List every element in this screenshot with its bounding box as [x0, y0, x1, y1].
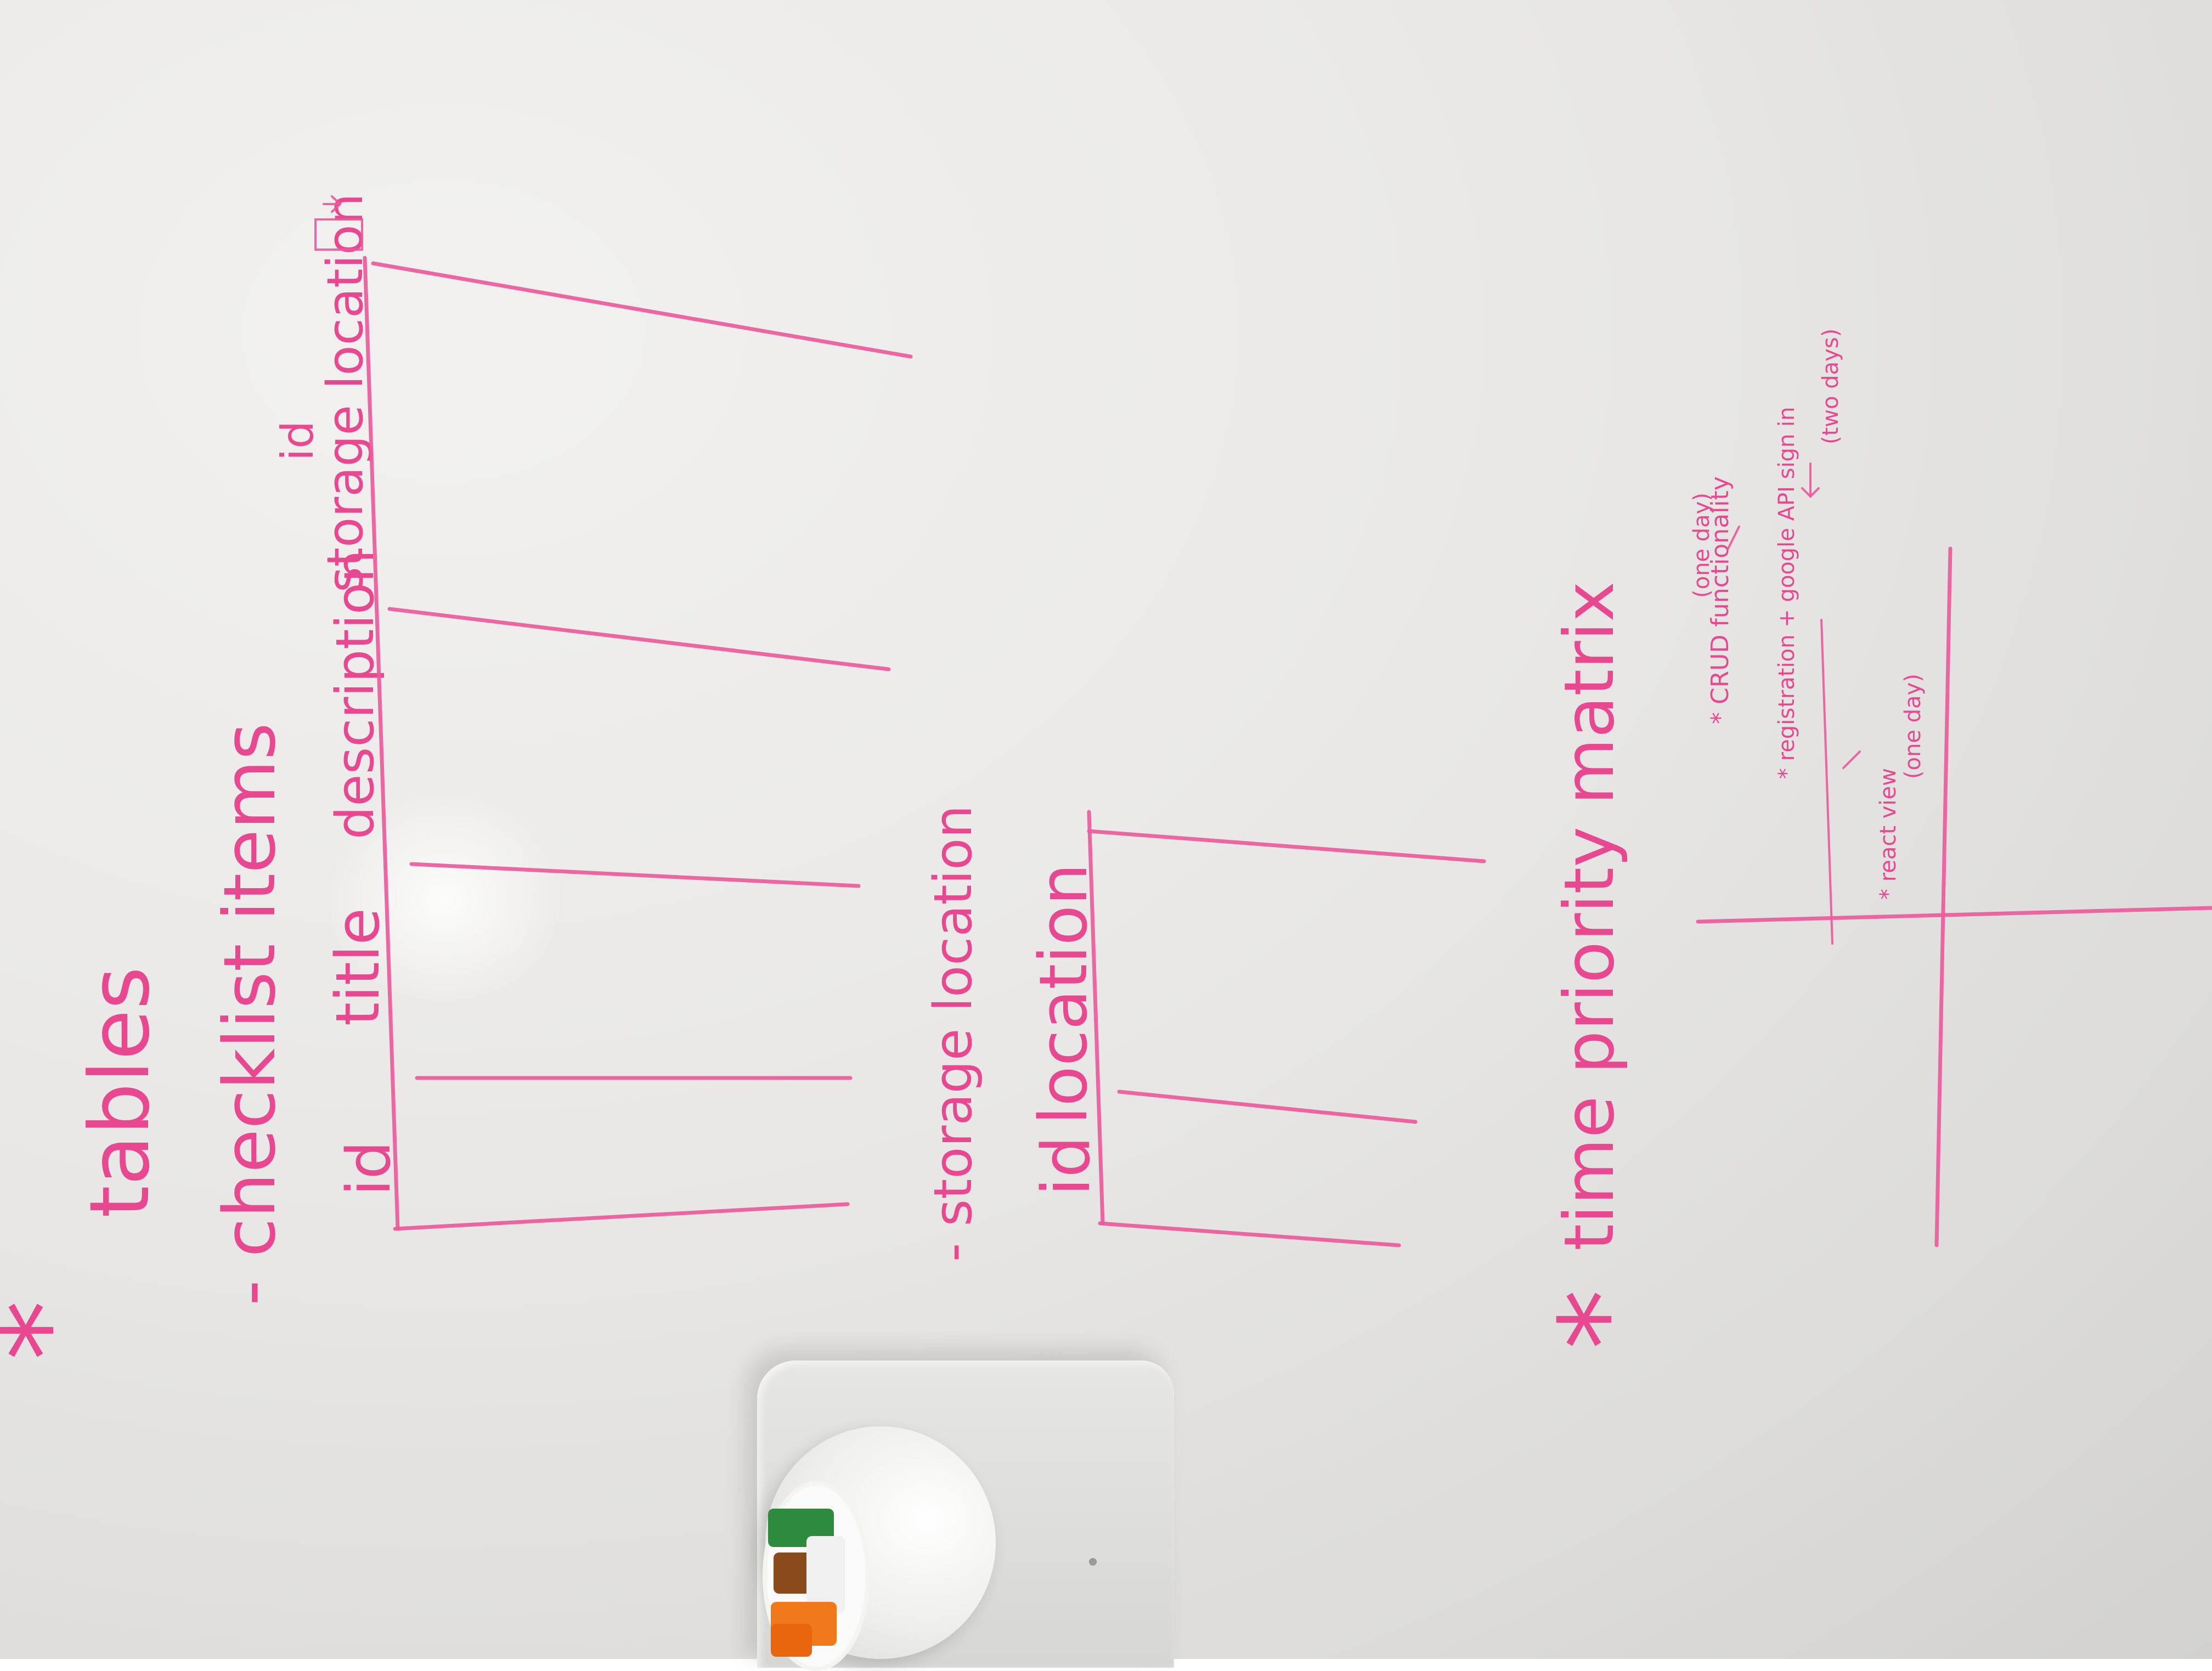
svg-text:id: id: [1029, 1136, 1105, 1196]
svg-text:id: id: [334, 1141, 404, 1196]
svg-text:- storage location: - storage location: [923, 805, 984, 1262]
marker-orange-2: [771, 1624, 812, 1657]
heading-tables: tables: [72, 967, 168, 1218]
storage-table-lines: [1087, 810, 1486, 1247]
svg-text:* react view: * react view: [1876, 768, 1901, 900]
star-bullet-priority: *: [1534, 1289, 1674, 1350]
svg-text:*: *: [0, 1300, 116, 1360]
svg-text:* CRUD functionality: * CRUD functionality: [1706, 476, 1734, 724]
svg-text:tables: tables: [72, 967, 168, 1218]
column-storage-location: storage location: [317, 193, 374, 592]
note-react-time: (one day): [1900, 674, 1926, 779]
priority-matrix-axes: [1696, 546, 2212, 1247]
svg-text:id: id: [272, 421, 323, 461]
storage-column-id: id: [1029, 1136, 1105, 1196]
marker-white: [806, 1536, 845, 1613]
svg-text:(one day): (one day): [1900, 674, 1926, 779]
tray-screw: [1089, 1558, 1097, 1566]
heading-storage-location: - storage location: [923, 805, 984, 1262]
note-registration: * registration + google API sign in: [1774, 407, 1799, 779]
svg-text:(one day): (one day): [1689, 493, 1714, 598]
column-title: title: [323, 908, 393, 1026]
svg-text:* registration + google API si: * registration + google API sign in: [1774, 407, 1799, 779]
column-id: id: [334, 1141, 404, 1196]
svg-text:time priority matrix: time priority matrix: [1550, 582, 1629, 1251]
svg-text:(two days): (two days): [1818, 329, 1843, 444]
svg-text:location: location: [1026, 863, 1102, 1125]
svg-text:title: title: [323, 908, 393, 1026]
note-arrows: [1727, 462, 1861, 769]
storage-column-location: location: [1026, 863, 1102, 1125]
note-react: * react view: [1876, 768, 1901, 900]
heading-checklist-items: - checklist items: [208, 722, 291, 1306]
svg-text:- checklist items: - checklist items: [208, 722, 291, 1306]
note-registration-time: (two days): [1818, 329, 1843, 444]
star-bullet-tables: *: [0, 1300, 116, 1360]
svg-text:storage location: storage location: [317, 193, 374, 592]
checklist-table-lines: [314, 195, 913, 1231]
heading-time-priority-matrix: time priority matrix: [1550, 582, 1629, 1251]
note-crud: * CRUD functionality: [1706, 476, 1734, 724]
column-storage-location-sub-id: id: [272, 421, 323, 461]
svg-text:*: *: [1534, 1289, 1674, 1350]
note-crud-time: (one day): [1689, 493, 1714, 598]
